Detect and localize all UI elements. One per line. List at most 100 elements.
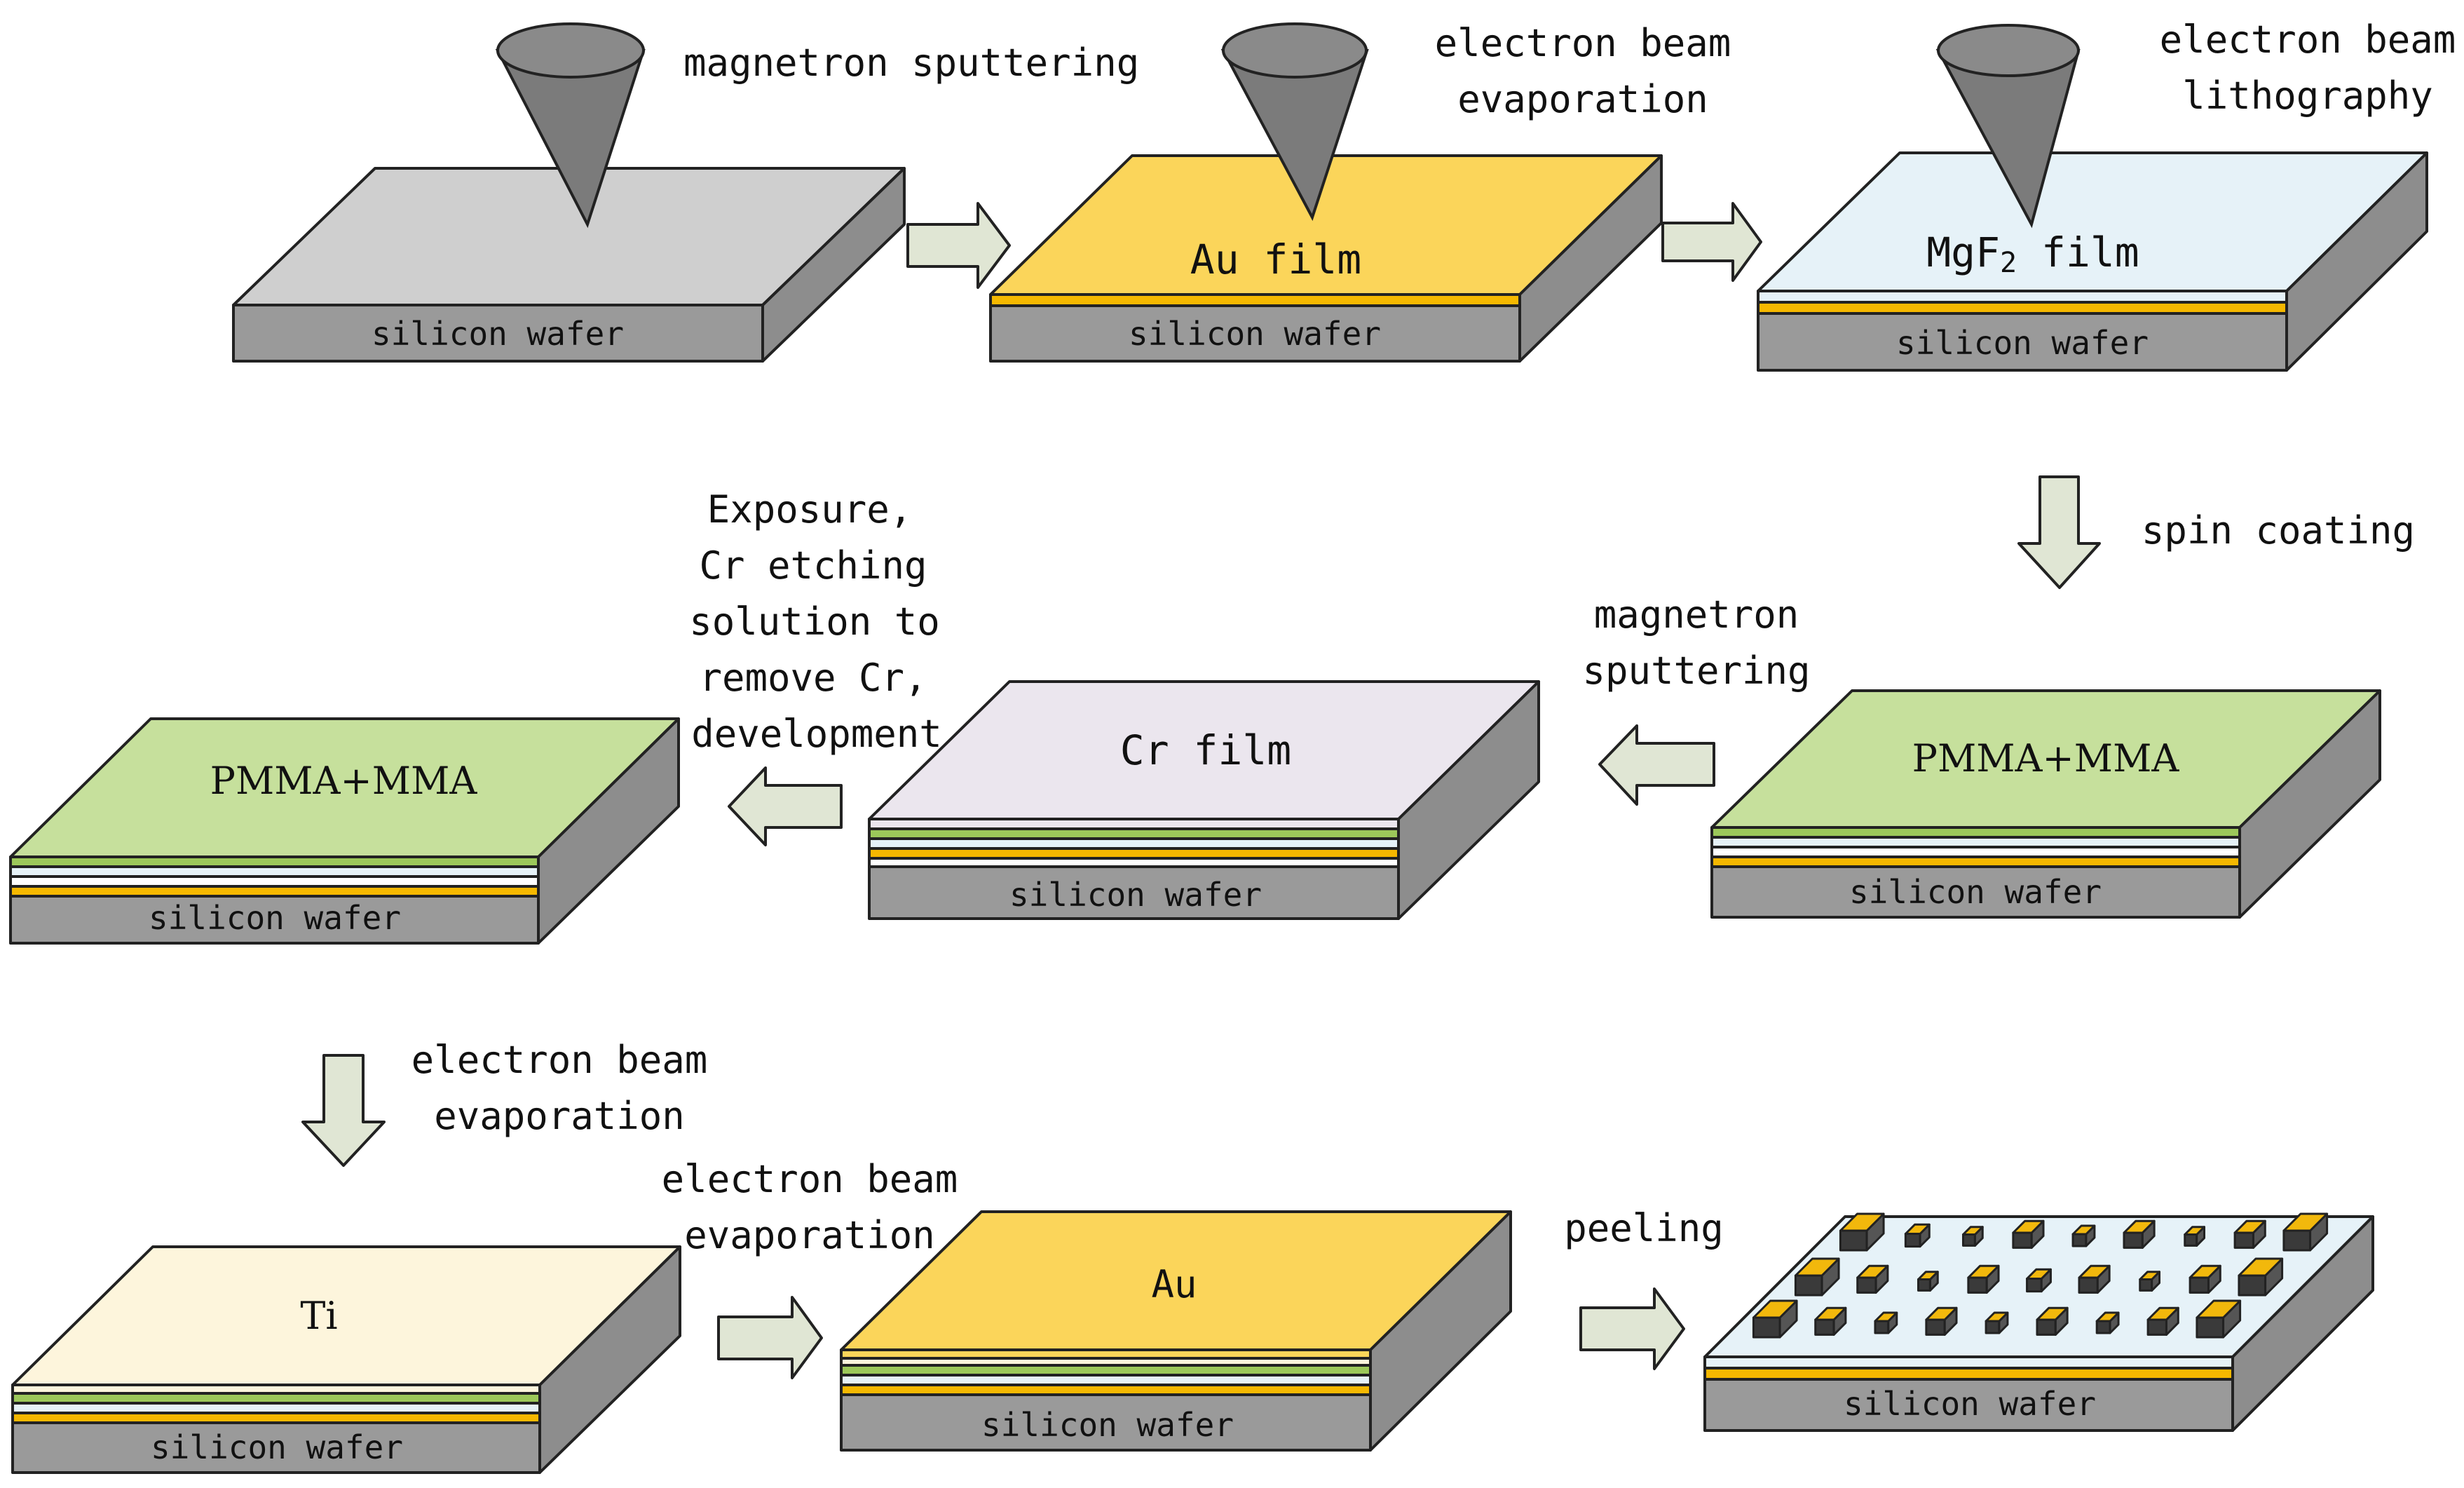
wafer-4-base-label: silicon wafer (1849, 873, 2102, 911)
wafer-5-pmma-layer (868, 827, 1400, 840)
wafer-7-mgf2-layer (11, 1402, 541, 1414)
wafer-4-front (1710, 865, 2241, 919)
nano-block-13-top (1967, 1264, 2000, 1279)
wafer-8-mgf2-layer (840, 1374, 1372, 1386)
wafer-6-mgf2-layer (9, 865, 540, 878)
nano-block-9-top (2282, 1212, 2329, 1232)
step6-process-label-line5: development (691, 712, 942, 756)
nano-block-20-front (1814, 1318, 1835, 1336)
arrow-step5-to-6 (728, 766, 843, 846)
nano-block-7-front (2184, 1233, 2198, 1247)
step8-process-label-line1: electron beam (662, 1157, 958, 1201)
nano-block-2-top (1904, 1223, 1931, 1235)
nano-block-8-front (2233, 1231, 2254, 1249)
wafer-3-gold-layer (1757, 301, 2288, 315)
wafer-7-gold-layer (11, 1412, 541, 1424)
step7-process-label-line2: evaporation (434, 1094, 685, 1138)
nano-block-24-front (2036, 1318, 2057, 1336)
nano-block-26-front (2146, 1318, 2167, 1336)
wafer-8-front (840, 1393, 1372, 1452)
step1-process-label: magnetron sputtering (683, 41, 1139, 85)
nano-block-17-front (2189, 1276, 2210, 1294)
step3-process-label-line2: lithography (2182, 74, 2433, 118)
nano-block-6-front (2123, 1231, 2144, 1249)
wafer-7-pmma-layer (11, 1392, 541, 1405)
nano-block-16-top (2139, 1271, 2161, 1280)
nano-block-14-top (2026, 1268, 2052, 1280)
wafer-7-ti (11, 1245, 681, 1474)
wafer-9-front (1703, 1378, 2234, 1432)
step8-process-label-line2: evaporation (684, 1213, 935, 1257)
nano-block-3-top (1961, 1226, 1984, 1236)
nano-block-21-top (1874, 1311, 1898, 1323)
nano-block-24-top (2036, 1306, 2069, 1321)
sputtering-source-cone-1 (495, 22, 646, 229)
wafer-9-base-label: silicon wafer (1844, 1385, 2096, 1423)
step3-process-label-line1: electron beam (2160, 18, 2456, 62)
evaporation-source-cone-2 (1220, 22, 1369, 222)
nano-block-12-front (1917, 1278, 1931, 1292)
step6-process-label-line2: Cr etching (699, 543, 927, 588)
wafer-6-pmma-mma-developed (9, 717, 680, 945)
nano-block-14-front (2026, 1278, 2043, 1293)
wafer-6-top-label: PMMA+MMA (210, 759, 478, 803)
nano-block-8-top (2233, 1219, 2266, 1234)
cone-1-top (496, 22, 645, 79)
nano-block-10-front (1794, 1274, 1823, 1297)
nano-block-27-front (2196, 1316, 2225, 1339)
wafer-5-cr-film (868, 680, 1540, 920)
gold-nanostructure-array (1752, 1212, 2329, 1339)
nano-block-23-top (1985, 1311, 2009, 1323)
wafer-6-base-label: silicon wafer (149, 899, 401, 937)
nano-block-21-front (1874, 1320, 1890, 1334)
step2-process-label-line1: electron beam (1435, 21, 1731, 65)
wafer-4-top-label: PMMA+MMA (1912, 736, 2180, 780)
nano-block-15-top (2078, 1264, 2111, 1279)
nano-block-18-top (2238, 1257, 2284, 1277)
wafer-9-gold-layer (1703, 1367, 2234, 1381)
nano-block-25-top (2095, 1311, 2120, 1323)
nano-block-10-top (1794, 1257, 1840, 1277)
arrow-step8-to-9 (1579, 1287, 1685, 1370)
wafer-4-pmma-mma (1710, 689, 2381, 919)
step6-process-label-line4: remove Cr, (699, 656, 927, 700)
wafer-5-front (868, 865, 1400, 920)
cone-3-top (1937, 24, 2080, 77)
nano-block-11-front (1856, 1276, 1877, 1294)
nano-block-18-front (2238, 1274, 2267, 1297)
wafer-4-pmma-layer (1710, 826, 2241, 839)
wafer-8-pmma-layer (840, 1364, 1372, 1377)
wafer-3-mgf2-layer (1757, 290, 2288, 304)
wafer-1-base-label: silicon wafer (372, 315, 624, 353)
wafer-3-top-label: MgF2 film (1926, 229, 2139, 279)
wafer-4-gold-layer (1710, 855, 2241, 868)
wafer-7-top-label: Ti (300, 1294, 337, 1338)
nano-block-11-top (1856, 1264, 1889, 1279)
nano-block-5-top (2071, 1224, 2096, 1236)
nano-block-26-top (2146, 1306, 2179, 1321)
nano-block-9-front (2282, 1229, 2312, 1252)
wafer-6-white-layer (9, 875, 540, 888)
wafer-6-pmma-layer (9, 855, 540, 868)
step9-process-label: peeling (1564, 1206, 1724, 1250)
wafer-3-front (1757, 312, 2288, 372)
step6-process-label-line1: Exposure, (707, 487, 913, 532)
nano-block-4-top (2012, 1219, 2045, 1234)
arrow-step2-to-3 (1661, 202, 1762, 282)
arrow-step4-to-5 (1598, 724, 1715, 806)
nano-block-19-front (1752, 1316, 1781, 1339)
arrow-step3-to-4 (2017, 475, 2101, 589)
nano-block-22-front (1925, 1318, 1946, 1336)
nano-block-25-front (2095, 1320, 2111, 1334)
wafer-3-base-label: silicon wafer (1896, 324, 2149, 362)
wafer-1-front (232, 304, 764, 363)
wafer-2-base-label: silicon wafer (1129, 315, 1381, 353)
wafer-8-gold-layer (840, 1384, 1372, 1396)
nano-block-16-front (2139, 1278, 2153, 1292)
wafer-8-au (840, 1210, 1512, 1452)
arrow-step6-to-7 (301, 1054, 386, 1167)
nano-block-6-top (2123, 1219, 2156, 1234)
wafer-5-base-label: silicon wafer (1009, 876, 1262, 914)
wafer-5-gold-layer (868, 847, 1400, 860)
nano-block-1-front (1839, 1229, 1868, 1252)
